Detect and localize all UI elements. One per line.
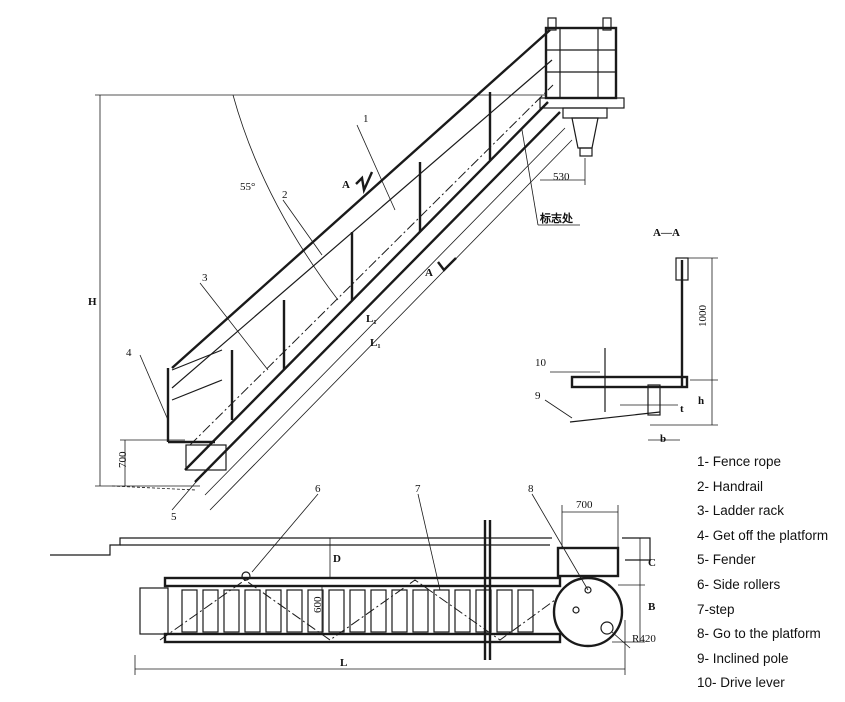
legend-item-get-off-platform: 4- Get off the platform — [697, 527, 829, 543]
elevation-view: 1 2 3 4 5 55° A A H 700 530 标志处 L₁ L₁ — [88, 17, 625, 523]
d700-plan-label: 700 — [576, 499, 593, 511]
legend-item-fence-rope: 1- Fence rope — [697, 454, 782, 469]
ladder-rack-top — [163, 576, 562, 588]
section-title: A—A — [653, 227, 680, 239]
ladder-stringer-lower — [194, 111, 561, 483]
label-9: 9 — [535, 390, 541, 402]
h-dimension-label: H — [88, 296, 97, 308]
section-mark-arrow-1 — [355, 171, 374, 195]
d530-label: 530 — [553, 171, 570, 183]
d-dim-label: D — [333, 553, 341, 565]
small-h-label: h — [698, 395, 704, 407]
label-4: 4 — [126, 347, 132, 359]
platform-turntable — [552, 576, 624, 648]
fender — [185, 444, 227, 471]
r420-leader — [611, 631, 631, 649]
bottom-platform — [166, 349, 227, 471]
legend-item-step: 7-step — [697, 601, 735, 617]
angle-arc — [232, 94, 339, 301]
turntable-pivot-3 — [572, 606, 580, 614]
l1-dimension-line-inner — [204, 127, 566, 496]
small-t-label: t — [680, 403, 684, 415]
label-2: 2 — [282, 189, 288, 201]
section-post-cap — [675, 257, 689, 281]
section-mark-arrow-2 — [437, 257, 457, 272]
top-platform — [539, 17, 625, 157]
handrail-top — [171, 29, 551, 369]
legend: 1- Fence rope 2- Handrail 3- Ladder rack… — [697, 450, 845, 696]
handrail-posts — [230, 92, 492, 420]
small-b-label: b — [660, 433, 666, 445]
l-dim-label: L — [340, 657, 347, 669]
section-mark-label-1: A — [342, 179, 350, 191]
steps — [181, 589, 534, 633]
section-deck — [570, 375, 689, 389]
label-6: 6 — [315, 483, 321, 495]
handrail-lower — [171, 59, 553, 389]
c-dim-label: C — [648, 557, 656, 569]
leader-2 — [282, 199, 323, 256]
plan-top-platform — [556, 546, 620, 578]
section-aa-view: A—A 1000 10 9 h t b — [535, 227, 718, 445]
section-inclined-pole — [569, 411, 661, 423]
leader-9 — [544, 399, 573, 419]
legend-item-drive-lever: 10- Drive lever — [697, 675, 785, 691]
l1-label-outer: L₁ — [370, 337, 381, 349]
l1-dimension-line-outer — [209, 139, 573, 511]
mark-location-label: 标志处 — [539, 211, 574, 225]
label-5: 5 — [171, 511, 177, 523]
mark-leader — [521, 129, 539, 226]
r420-label: R420 — [632, 633, 656, 645]
legend-item-handrail: 2- Handrail — [697, 478, 764, 494]
turntable-pivot-1 — [584, 586, 592, 594]
legend-item-ladder-rack: 3- Ladder rack — [697, 503, 785, 519]
leader-1 — [356, 124, 396, 211]
fence-rope-line — [189, 84, 554, 446]
leader-5 — [171, 481, 197, 511]
ladder-rack-bottom — [163, 632, 562, 644]
side-roller — [241, 571, 251, 581]
section-bracket — [647, 384, 661, 416]
l1-label-inner: L₁ — [366, 313, 377, 325]
legend-item-go-to-platform: 8- Go to the platform — [697, 626, 821, 642]
legend-item-fender: 5- Fender — [697, 552, 756, 568]
leader-3 — [199, 282, 269, 371]
label-8: 8 — [528, 483, 534, 495]
waterline-hatch — [111, 485, 197, 491]
turntable-pivot-2 — [600, 621, 614, 635]
leader-8 — [531, 493, 589, 591]
cross-bracing — [159, 579, 556, 641]
b-dim-label: B — [648, 601, 656, 613]
label-3: 3 — [202, 272, 208, 284]
ladder-stringer-upper — [184, 101, 549, 471]
label-1: 1 — [363, 113, 369, 125]
d700-label: 700 — [117, 451, 129, 468]
angle-label: 55° — [240, 181, 255, 193]
ladder-end-cap — [139, 587, 169, 635]
leader-7 — [417, 493, 441, 591]
label-10: 10 — [535, 357, 547, 369]
leader-4 — [139, 354, 169, 421]
leader-6 — [251, 493, 319, 573]
section-mark-label-2: A — [425, 267, 433, 279]
d1000-label: 1000 — [697, 305, 709, 328]
legend-item-inclined-pole: 9- Inclined pole — [697, 650, 789, 666]
plan-view: 6 7 8 700 C B D 600 L R420 — [50, 483, 656, 675]
legend-item-side-rollers: 6- Side rollers — [697, 576, 781, 592]
platform-deck-edge — [622, 537, 651, 561]
d600-label: 600 — [312, 596, 324, 613]
label-7: 7 — [415, 483, 421, 495]
ship-side-outline — [50, 537, 552, 556]
